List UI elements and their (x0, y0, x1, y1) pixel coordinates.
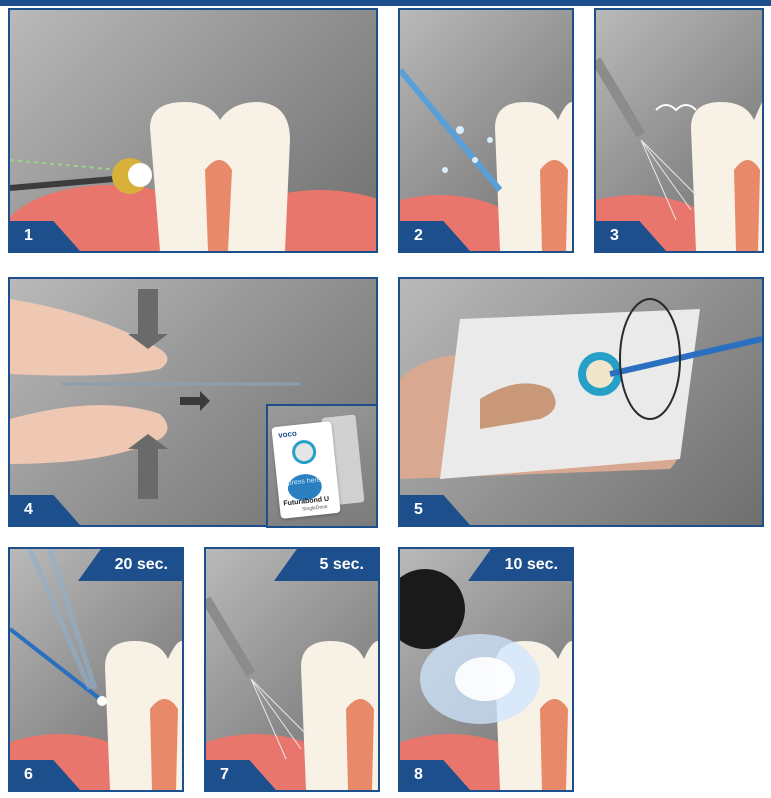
air-thin-illustration (206, 549, 378, 790)
product-inset: voco press here Futurabond U SingleDose (266, 404, 378, 528)
step-panel-3: 3 (594, 8, 764, 253)
step-panel-6: 20 sec. 6 (8, 547, 184, 792)
brand-logo: voco (278, 429, 298, 440)
light-cure-illustration (400, 549, 572, 790)
tooth-preparation-illustration (10, 10, 376, 251)
dose-well (291, 439, 317, 465)
apply-adhesive-illustration (10, 549, 182, 790)
product-subtitle: SingleDose (302, 504, 328, 513)
top-banner (0, 0, 771, 6)
step-panel-2: 2 (398, 8, 574, 253)
air-dry-illustration (596, 10, 762, 251)
mix-applicator-illustration (400, 279, 762, 525)
step-panel-5: 5 (398, 277, 764, 527)
water-rinse-illustration (400, 10, 572, 251)
step-panel-8: 10 sec. 8 (398, 547, 574, 792)
single-dose-card: voco press here Futurabond U SingleDose (271, 421, 340, 519)
step-panel-1: 1 (8, 8, 378, 253)
step-panel-7: 5 sec. 7 (204, 547, 380, 792)
